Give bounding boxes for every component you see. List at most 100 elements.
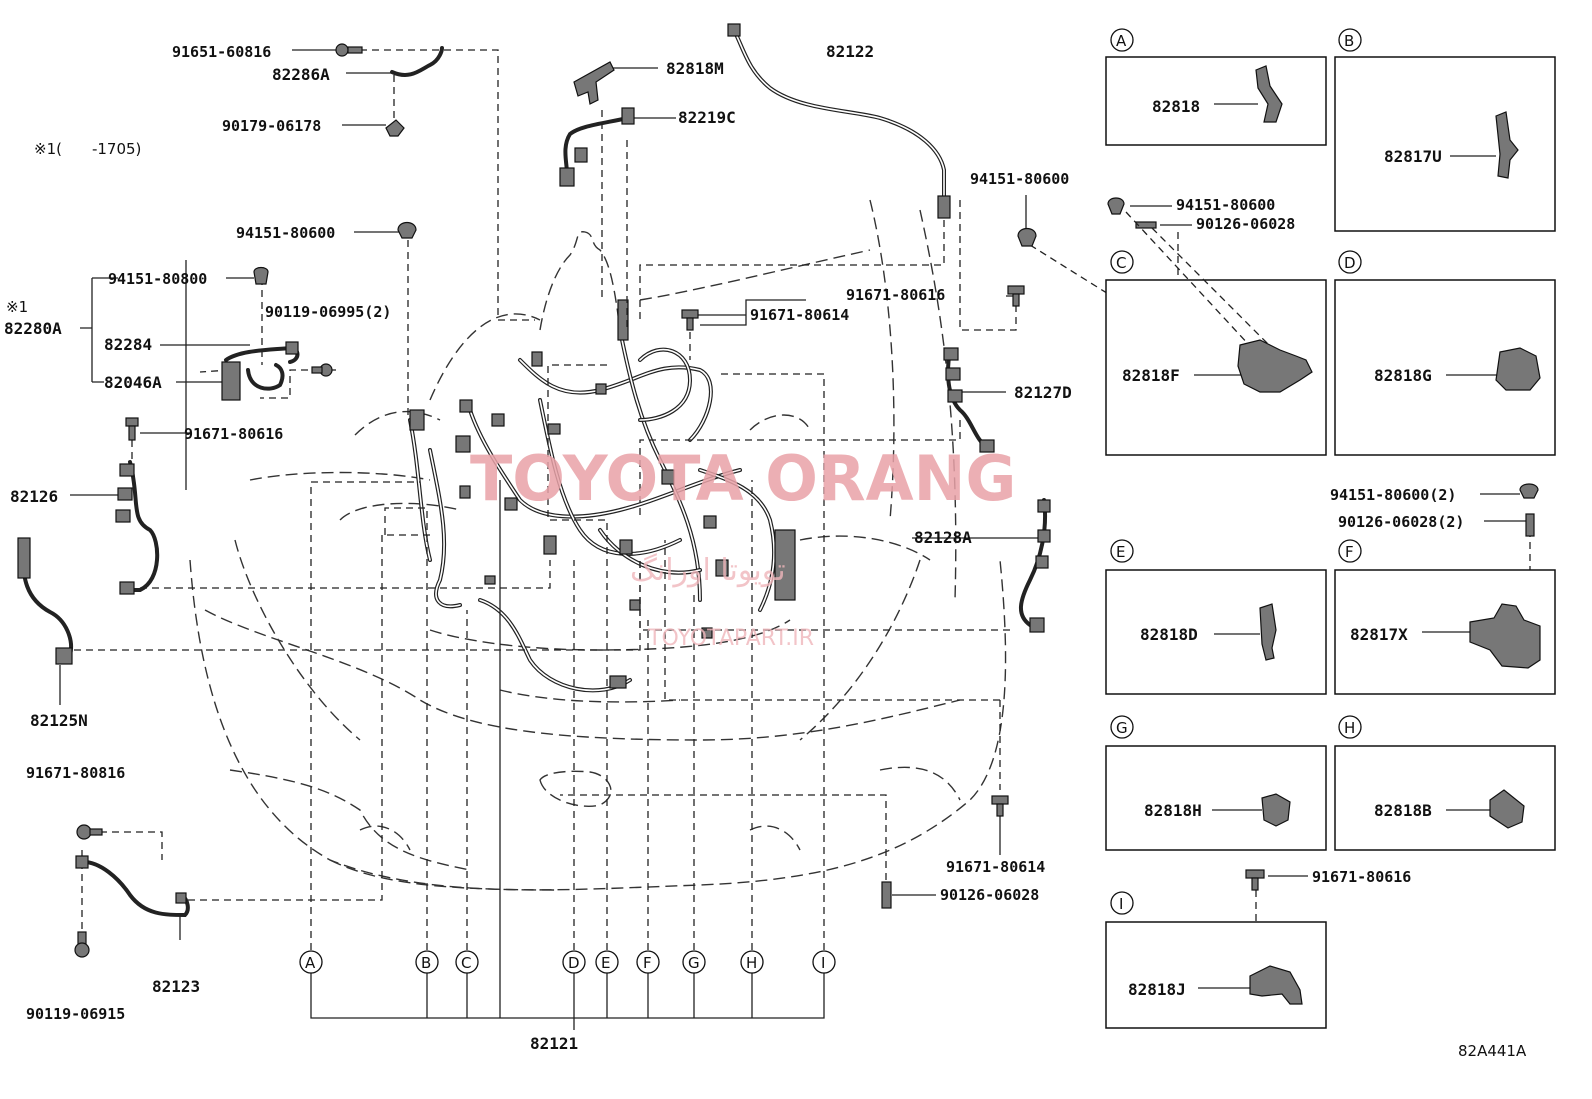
callout-G: G: [682, 950, 706, 974]
label-82818D: 82818D: [1140, 625, 1198, 644]
harness-82123: [75, 855, 190, 918]
label-82121: 82121: [530, 1034, 578, 1053]
label-82818M: 82818M: [666, 59, 724, 78]
svg-text:G: G: [688, 954, 700, 972]
harness-82122: [727, 23, 951, 219]
connector-82818B: [1489, 789, 1525, 829]
label-leaders: [59, 49, 1044, 1030]
label-82818H: 82818H: [1144, 801, 1202, 820]
label-90126-06028: 90126-06028: [940, 886, 1039, 904]
label-91651-60816: 91651-60816: [172, 43, 271, 61]
svg-text:H: H: [746, 954, 757, 972]
bracket-82817U: [1495, 111, 1519, 179]
harness-82219C: [559, 107, 635, 187]
label-82817X: 82817X: [1350, 625, 1408, 644]
detail-box-B: B 82817U: [1334, 28, 1556, 232]
svg-text:G: G: [1116, 719, 1128, 737]
connector-82818G: [1495, 347, 1541, 391]
bolt-icon: [1007, 285, 1025, 307]
part-labels: 91651-60816 82286A 90179-06178 ※1( -1705…: [4, 42, 1072, 1053]
label-82818F: 82818F: [1122, 366, 1180, 385]
detail-box-A: A 82818: [1105, 28, 1327, 146]
clip-icon: [1519, 483, 1539, 499]
label-82280A: 82280A: [4, 319, 62, 338]
label-82219C: 82219C: [678, 108, 736, 127]
clip-icon: [385, 119, 405, 137]
harness-82128A: [1019, 498, 1051, 633]
bracket-82818: [1255, 65, 1283, 123]
stud-icon: [881, 881, 892, 909]
callout-F: F: [636, 950, 660, 974]
svg-text:F: F: [643, 954, 652, 972]
wire-82286A: [390, 46, 444, 77]
detail-box-E: E 82818D: [1105, 539, 1327, 695]
bracket-82818M: [573, 61, 615, 105]
callout-B: B: [415, 950, 439, 974]
clip-icon: [253, 266, 269, 285]
label-94151-80600-2-box-f: 94151-80600(2): [1330, 486, 1456, 504]
label-82818G: 82818G: [1374, 366, 1432, 385]
label-94151-80600-right: 94151-80600: [970, 170, 1069, 188]
sensor-82046A: [221, 341, 300, 401]
label-94151-80800: 94151-80800: [108, 270, 207, 288]
callout-H: H: [740, 950, 764, 974]
svg-text:I: I: [1119, 895, 1123, 913]
label-91671-80614-lower: 91671-80614: [946, 858, 1045, 876]
harness-82126: [115, 460, 160, 595]
label-82125N: 82125N: [30, 711, 88, 730]
label-90119-06995: 90119-06995(2): [265, 303, 391, 321]
screw-icon: [335, 43, 363, 57]
label-82126: 82126: [10, 487, 58, 506]
callout-C: C: [455, 950, 479, 974]
main-harness-82121: [408, 299, 796, 693]
callout-I: I: [812, 950, 836, 974]
harness-82125N: [17, 537, 73, 665]
clip-icon: [397, 221, 417, 239]
watermark-text: TOYOTA ORANG: [470, 442, 1016, 515]
label-82046A: 82046A: [104, 373, 162, 392]
label-82128A: 82128A: [914, 528, 972, 547]
callout-row: A B C D E F G H I: [299, 950, 836, 974]
svg-text:F: F: [1345, 543, 1354, 561]
svg-text:C: C: [461, 954, 471, 972]
label-82818: 82818: [1152, 97, 1200, 116]
watermark-site: TOYOTAPART.IR: [647, 626, 814, 651]
small-parts: [17, 23, 1051, 958]
callout-A: A: [299, 950, 323, 974]
svg-text:B: B: [421, 954, 431, 972]
label-82818J: 82818J: [1128, 980, 1186, 999]
svg-text:I: I: [821, 954, 825, 972]
detail-box-F: F 94151-80600(2) 90126-06028(2) 82817X: [1330, 483, 1556, 695]
svg-text:H: H: [1344, 719, 1355, 737]
callout-E: E: [595, 950, 619, 974]
bolt-icon: [125, 417, 139, 441]
svg-text:D: D: [568, 954, 580, 972]
label-91671-80614-upper: 91671-80614: [750, 306, 849, 324]
bolt-icon: [991, 795, 1009, 817]
harness-82127D: [943, 347, 995, 453]
svg-text:C: C: [1116, 254, 1126, 272]
label-91671-80616-box-i: 91671-80616: [1312, 868, 1411, 886]
svg-text:A: A: [305, 954, 316, 972]
watermark-persian: تویوتا اورانگ: [630, 553, 786, 588]
diagram-code: 82A441A: [1458, 1042, 1527, 1060]
label-91671-80816: 91671-80816: [26, 764, 125, 782]
label-82122: 82122: [826, 42, 874, 61]
note-1-range: ※1( -1705): [34, 140, 141, 158]
stud-icon: [1135, 221, 1157, 229]
connector-82818J: [1249, 965, 1303, 1005]
vehicle-body-outline: [189, 199, 1007, 891]
label-90119-06915: 90119-06915: [26, 1005, 125, 1023]
bolt-icon: [681, 309, 699, 331]
svg-text:D: D: [1344, 254, 1356, 272]
detail-box-I: I 91671-80616 82818J: [1105, 868, 1411, 1029]
label-82284: 82284: [104, 335, 152, 354]
label-82818B: 82818B: [1374, 801, 1432, 820]
callout-D: D: [562, 950, 586, 974]
watermark: TOYOTA ORANG تویوتا اورانگ TOYOTAPART.IR: [470, 442, 1016, 651]
label-94151-80600-left: 94151-80600: [236, 224, 335, 242]
bolt-icon: [76, 824, 103, 840]
bracket-82818D: [1259, 603, 1277, 661]
bolt-icon: [1245, 869, 1265, 891]
